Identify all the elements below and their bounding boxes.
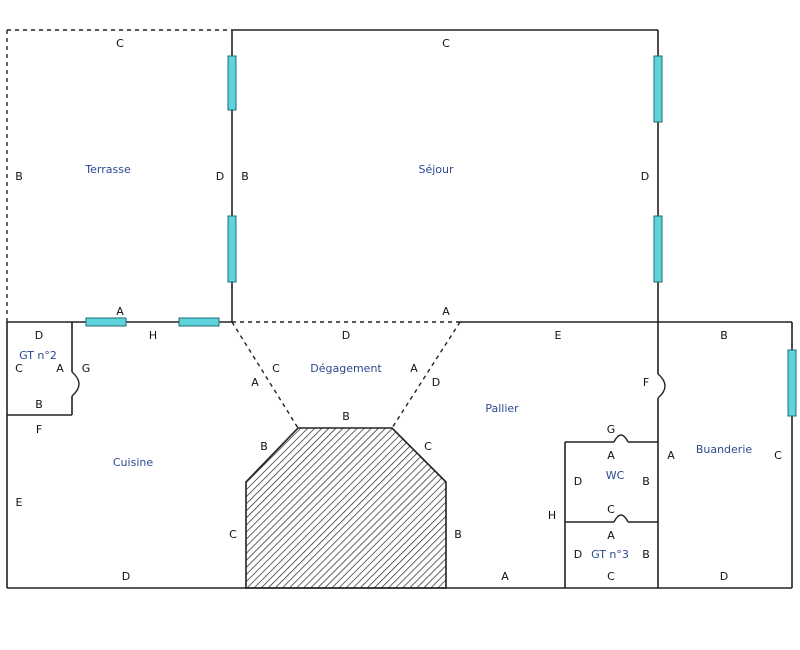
chimney-block [245, 427, 447, 589]
wall-label: D [720, 570, 728, 583]
wall-label: C [116, 37, 124, 50]
window-buanderie [787, 349, 797, 417]
wall-label: G [607, 423, 616, 436]
window-cuisine-right [178, 317, 220, 327]
wall-label: C [424, 440, 432, 453]
wall-label: D [122, 570, 130, 583]
room-buanderie: Buanderie [696, 443, 753, 456]
wall-label: F [36, 423, 42, 436]
wall-label: H [149, 329, 157, 342]
room-labels: Terrasse Séjour Dégagement Pallier Cuisi… [19, 163, 752, 561]
window-sejour-left-lower [227, 215, 237, 283]
wall-label: C [15, 362, 23, 375]
wall-label: A [442, 305, 450, 318]
windows [85, 55, 797, 417]
wall-label: C [442, 37, 450, 50]
wall-label: A [607, 449, 615, 462]
window-cuisine-left [85, 317, 127, 327]
degagement-outline [231, 321, 461, 429]
door-gt2-icon [71, 371, 80, 397]
wall-label: B [15, 170, 23, 183]
wall-label: C [774, 449, 782, 462]
wall-label: A [410, 362, 418, 375]
room-wc: WC [606, 469, 625, 482]
wall-label: D [641, 170, 649, 183]
wall-label: C [607, 503, 615, 516]
wall-label: D [574, 548, 582, 561]
window-sejour-right-upper [653, 55, 663, 123]
wall-label: B [642, 548, 650, 561]
wall-label: D [216, 170, 224, 183]
wall-label: D [574, 475, 582, 488]
window-sejour-right-lower [653, 215, 663, 283]
wall-label: D [35, 329, 43, 342]
room-degagement: Dégagement [310, 362, 382, 375]
wall-label: C [607, 570, 615, 583]
wall-label: A [251, 376, 259, 389]
window-sejour-left-upper [227, 55, 237, 111]
wall-label: D [342, 329, 350, 342]
wall-label: A [667, 449, 675, 462]
door-gt3-icon [613, 514, 629, 523]
terrasse-outline [6, 29, 232, 322]
wall-label: E [16, 496, 23, 509]
room-pallier: Pallier [485, 402, 519, 415]
wall-label: B [454, 528, 462, 541]
wall-label: G [82, 362, 91, 375]
wall-label: B [241, 170, 249, 183]
room-gt2: GT n°2 [19, 349, 57, 362]
wall-label: D [432, 376, 440, 389]
wall-labels: C B D C B D A A H D C A G B F E D D A C … [15, 37, 782, 583]
wall-label: A [116, 305, 124, 318]
room-cuisine: Cuisine [113, 456, 153, 469]
wall-label: A [607, 529, 615, 542]
wall-label: B [720, 329, 728, 342]
room-sejour: Séjour [418, 163, 454, 176]
wall-label: B [342, 410, 350, 423]
wall-label: H [548, 509, 556, 522]
wall-label: C [272, 362, 280, 375]
doors [71, 371, 666, 523]
room-terrasse: Terrasse [84, 163, 131, 176]
door-wc-icon [613, 434, 629, 443]
wall-label: B [642, 475, 650, 488]
wall-label: A [501, 570, 509, 583]
wall-label: C [229, 528, 237, 541]
wall-label: B [35, 398, 43, 411]
door-pallier-icon [657, 373, 666, 399]
wall-label: E [555, 329, 562, 342]
wall-label: A [56, 362, 64, 375]
wall-label: B [260, 440, 268, 453]
wall-label: F [643, 376, 649, 389]
room-gt3: GT n°3 [591, 548, 629, 561]
